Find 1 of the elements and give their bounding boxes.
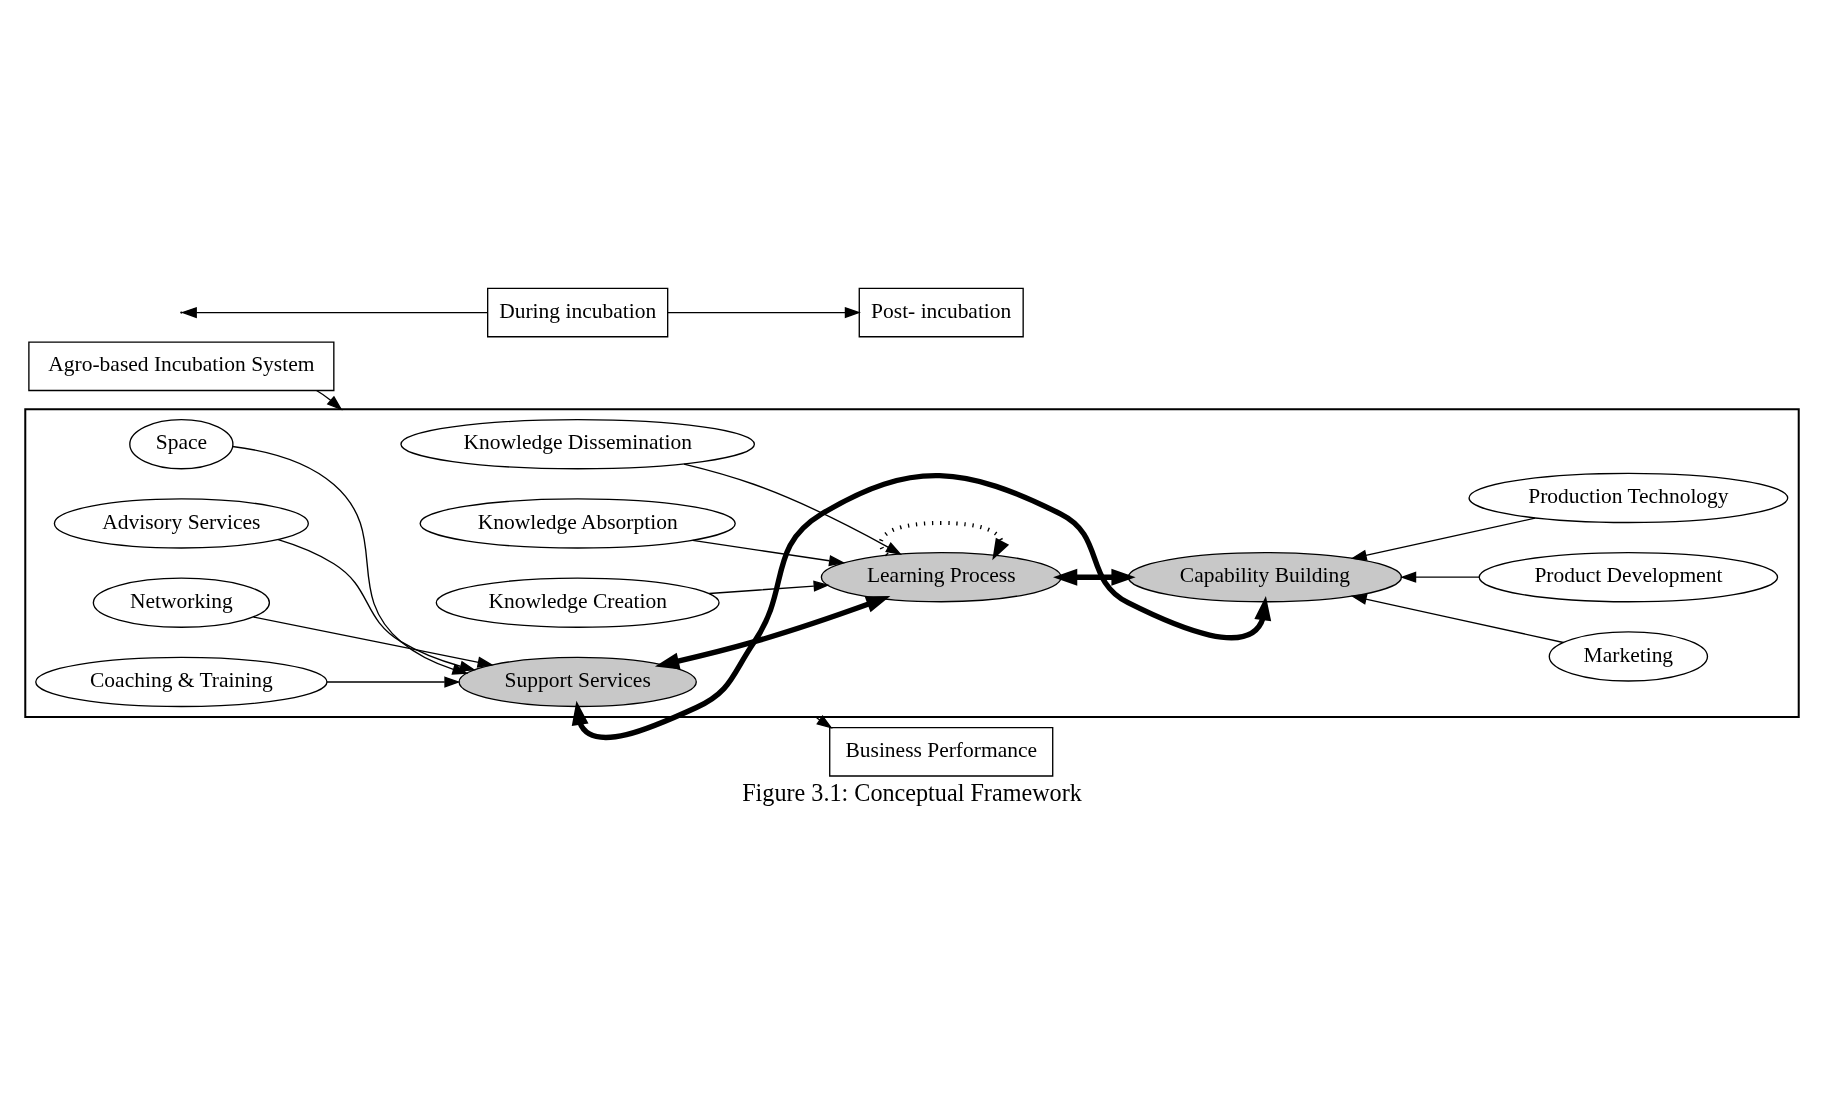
caption: Figure 3.1: Conceptual Framework	[742, 778, 1082, 806]
